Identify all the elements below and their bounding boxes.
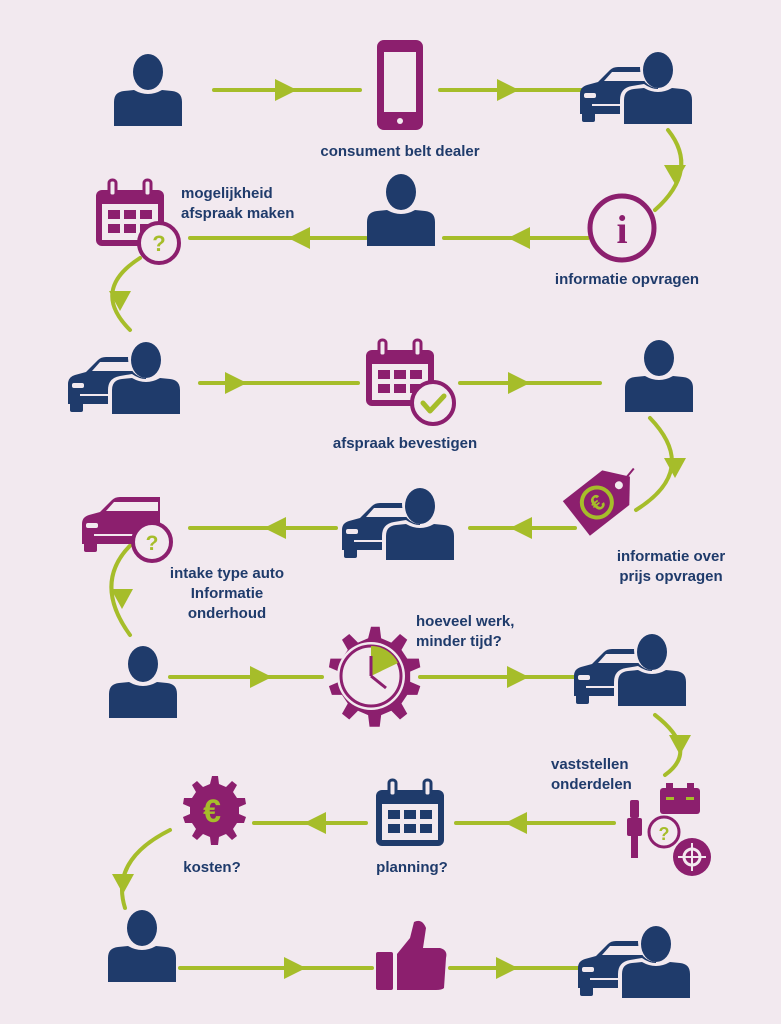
svg-text:i: i [616,207,627,252]
arrow-6a [505,812,527,834]
car-dealer-icon [68,338,184,414]
arrow-curve-6 [112,874,134,894]
curve-4 [109,538,138,637]
label-afspraak-bevestigen: afspraak bevestigen [332,435,478,452]
calendar-check-icon [364,338,456,426]
label-mogelijkheid-afspraak: mogelijkheid afspraak maken [181,184,294,224]
person-icon [108,910,176,982]
arrow-7b [496,957,518,979]
flow-arrows [109,79,691,979]
label-informatie-opvragen: informatie opvragen [554,271,700,288]
arrow-curve-1 [664,165,686,184]
arrow-3a [225,372,247,394]
person-icon [367,174,435,246]
calendar-icon [374,778,446,848]
svg-text:?: ? [146,532,159,555]
label-kosten: kosten? [183,859,241,876]
svg-text:?: ? [659,824,670,844]
label-line: onderdelen [551,776,632,793]
arrow-4a [510,517,532,539]
arrow-1b [497,79,519,101]
arrow-curve-4 [111,589,133,609]
car-dealer-icon [574,630,690,706]
label-planning: planning? [376,859,448,876]
smartphone-icon [377,40,423,130]
car-parts-icon: ? [627,783,711,876]
arrow-1a [275,79,297,101]
label-line: intake type auto [169,565,285,582]
arrow-4b [264,517,286,539]
label-line: hoeveel werk, [416,613,515,630]
thumbs-up-icon [376,920,447,990]
arrow-curve-5 [669,735,691,755]
person-icon [114,54,182,126]
euro-gear-icon: € [183,776,246,845]
flow-lines [109,88,684,970]
label-line: informatie over [616,548,726,565]
label-line: minder tijd? [416,633,502,650]
car-dealer-icon [578,922,694,998]
label-consument-belt-dealer: consument belt dealer [320,143,480,160]
curve-6 [120,828,172,910]
car-dealer-icon [342,484,458,560]
arrow-curve-2 [109,291,131,311]
arrow-curve-3 [664,458,686,478]
label-line: vaststellen [551,756,629,773]
person-icon [625,340,693,412]
calendar-question-icon: ? [94,178,181,265]
arrow-3b [508,372,530,394]
arrow-5a [250,666,272,688]
label-line: afspraak maken [181,205,295,222]
person-icon [109,646,177,718]
label-line: prijs opvragen [619,568,723,585]
price-tag-icon: € [562,467,635,536]
curve-3 [634,416,674,512]
label-vaststellen-onderdelen: vaststellen onderdelen [551,755,632,795]
svg-text:€: € [203,793,221,829]
gear-clock-icon [328,626,421,727]
arrow-2a [508,227,530,249]
label-hoeveel-werk: hoeveel werk, minder tijd? [416,612,514,652]
svg-text:?: ? [152,231,165,256]
arrow-5b [507,666,529,688]
car-question-icon: ? [82,497,173,563]
label-prijs-opvragen: informatie over prijs opvragen [617,547,725,587]
label-line: onderhoud [187,605,267,622]
arrow-2b [288,227,310,249]
info-icon: i [587,193,657,263]
arrow-6b [304,812,326,834]
car-dealer-icon [580,48,696,124]
label-line: mogelijkheid [181,185,273,202]
arrow-7a [284,957,306,979]
label-line: Informatie [190,585,264,602]
label-intake: intake type auto Informatie onderhoud [170,564,284,624]
